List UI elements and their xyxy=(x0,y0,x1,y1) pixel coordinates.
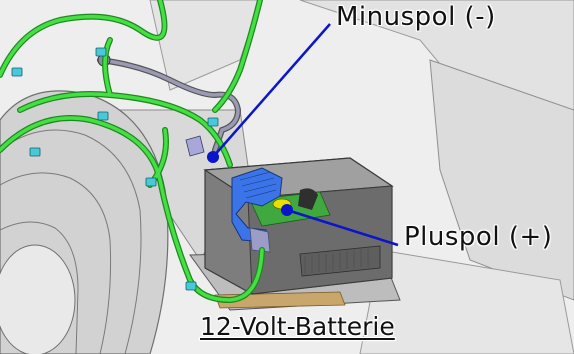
negative-terminal-label: Minuspol (-) xyxy=(336,2,496,32)
battery-label: 12-Volt-Batterie xyxy=(200,312,395,341)
callout-positive xyxy=(281,204,399,247)
positive-terminal-label: Pluspol (+) xyxy=(404,222,553,252)
callout-negative xyxy=(207,23,331,163)
positive-terminal-marker xyxy=(281,204,293,216)
negative-terminal-marker xyxy=(207,151,219,163)
